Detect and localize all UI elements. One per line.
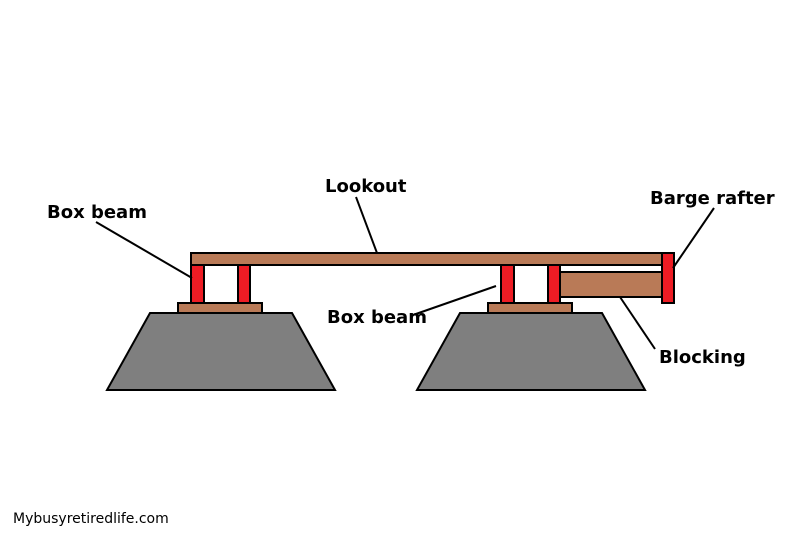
lookout-label: Lookout bbox=[325, 176, 407, 197]
left-box-beam-inner bbox=[237, 264, 251, 304]
leader-blocking bbox=[619, 296, 656, 350]
center-box-beam-left bbox=[500, 264, 515, 304]
left-footing bbox=[105, 312, 337, 391]
lookout-board bbox=[190, 252, 663, 266]
right-footing bbox=[415, 312, 647, 391]
center-box-beam-right bbox=[547, 264, 561, 304]
leader-box-beam-left bbox=[95, 221, 193, 279]
blocking-board bbox=[559, 271, 663, 298]
leader-barge-rafter bbox=[672, 207, 715, 269]
left-sill-plate bbox=[177, 302, 263, 314]
leader-box-beam-center bbox=[412, 285, 497, 316]
right-sill-plate bbox=[487, 302, 573, 314]
barge-rafter bbox=[661, 252, 675, 304]
site-credit: Mybusyretiredlife.com bbox=[13, 511, 169, 527]
leader-lookout bbox=[355, 196, 378, 254]
blocking-label: Blocking bbox=[659, 347, 746, 368]
box-beam-left-label: Box beam bbox=[47, 202, 147, 223]
barge-rafter-label: Barge rafter bbox=[650, 188, 775, 209]
box-beam-center-label: Box beam bbox=[327, 307, 427, 328]
